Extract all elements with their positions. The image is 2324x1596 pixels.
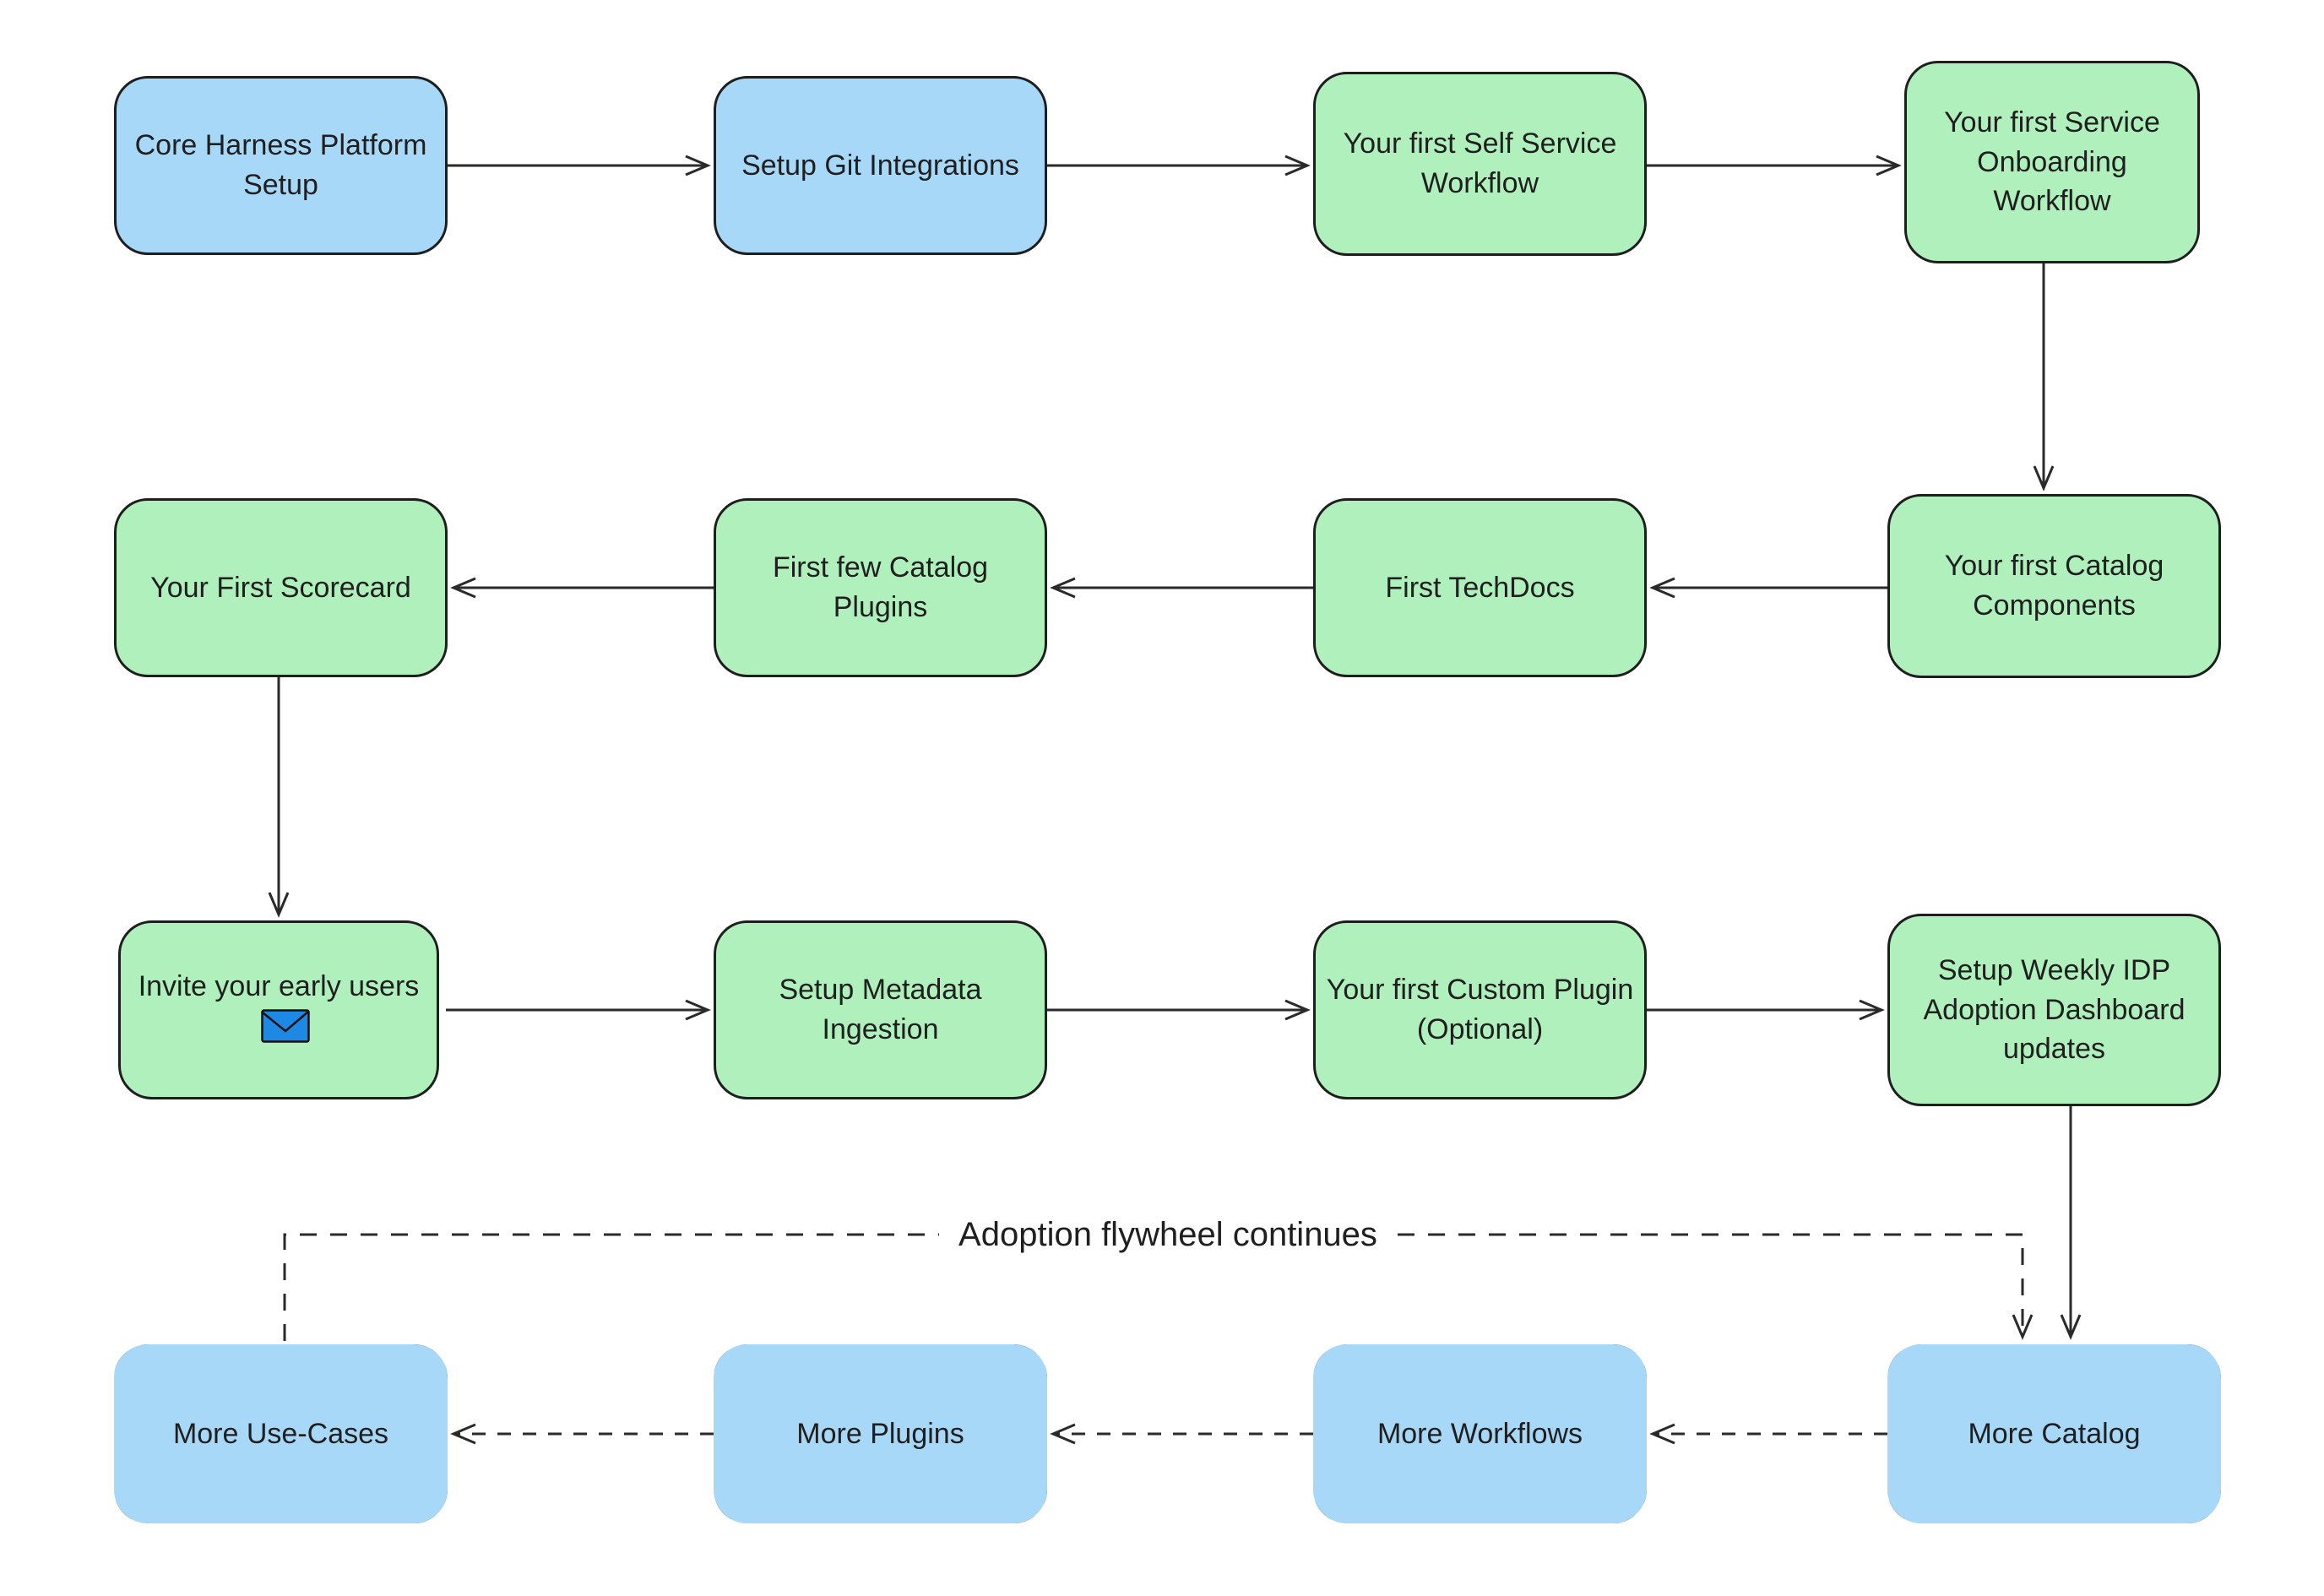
node-more-workflows: More Workflows — [1313, 1344, 1647, 1523]
node-label: Your first Service Onboarding Workflow — [1944, 106, 2160, 218]
node-setup-git-integrations: Setup Git Integrations — [714, 76, 1047, 255]
node-more-plugins: More Plugins — [714, 1344, 1047, 1523]
flywheel-dashed-line-left — [283, 1233, 939, 1341]
node-label: First TechDocs — [1385, 571, 1575, 604]
node-label: Your first Self Service Workflow — [1343, 128, 1617, 199]
node-label: Your first Custom Plugin (Optional) — [1326, 974, 1634, 1045]
node-setup-metadata-ingestion: Setup Metadata Ingestion — [714, 920, 1047, 1099]
node-label: Invite your early users — [138, 969, 420, 1002]
node-setup-weekly-idp-dashboard: Setup Weekly IDP Adoption Dashboard upda… — [1887, 914, 2221, 1106]
node-more-use-cases: More Use-Cases — [114, 1344, 448, 1523]
node-label: Core Harness Platform Setup — [134, 129, 427, 201]
node-label: More Catalog — [1968, 1417, 2141, 1450]
node-first-self-service-workflow: Your first Self Service Workflow — [1313, 72, 1647, 256]
node-invite-early-users: Invite your early users — [118, 920, 439, 1099]
node-first-scorecard: Your First Scorecard — [114, 498, 448, 677]
node-core-harness-platform-setup: Core Harness Platform Setup — [114, 76, 448, 255]
node-label: Setup Git Integrations — [741, 149, 1019, 182]
node-first-few-catalog-plugins: First few Catalog Plugins — [714, 498, 1047, 677]
node-label: More Workflows — [1376, 1417, 1583, 1450]
node-label: Your First Scorecard — [150, 571, 411, 604]
flywheel-dashed-line-right — [1398, 1233, 2033, 1340]
node-first-custom-plugin: Your first Custom Plugin (Optional) — [1313, 920, 1647, 1099]
node-more-catalog: More Catalog — [1887, 1344, 2221, 1523]
node-first-techdocs: First TechDocs — [1313, 498, 1647, 677]
node-label: Your first Catalog Components — [1944, 550, 2164, 622]
node-first-catalog-components: Your first Catalog Components — [1887, 494, 2221, 678]
flywheel-label: Adoption flywheel continues — [958, 1216, 1377, 1253]
node-label: More Use-Cases — [172, 1417, 389, 1450]
invite-label-with-icon: Invite your early users — [131, 967, 426, 1054]
node-first-service-onboarding-workflow: Your first Service Onboarding Workflow — [1904, 61, 2200, 263]
node-label: First few Catalog Plugins — [772, 551, 989, 623]
node-label: Setup Metadata Ingestion — [779, 974, 982, 1045]
node-label: Setup Weekly IDP Adoption Dashboard upda… — [1923, 953, 2186, 1066]
envelope-icon — [261, 1008, 310, 1054]
node-label: More Plugins — [796, 1417, 964, 1450]
